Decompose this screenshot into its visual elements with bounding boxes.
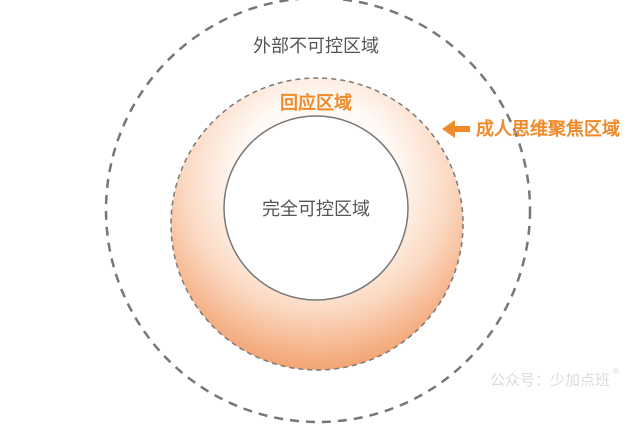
- focus-callout-label: 成人思维聚焦区域: [476, 118, 620, 140]
- response-zone-label: 回应区域: [280, 92, 352, 114]
- watermark-text: 公众号：少加点班: [490, 371, 610, 389]
- registered-mark: ®: [612, 367, 620, 376]
- inner-zone-circle: [223, 115, 409, 301]
- focus-arrow-icon: [442, 120, 470, 138]
- inner-zone-label: 完全可控区域: [262, 199, 370, 220]
- outer-zone-circle: [104, 0, 532, 424]
- outer-zone-label: 外部不可控区域: [253, 36, 379, 57]
